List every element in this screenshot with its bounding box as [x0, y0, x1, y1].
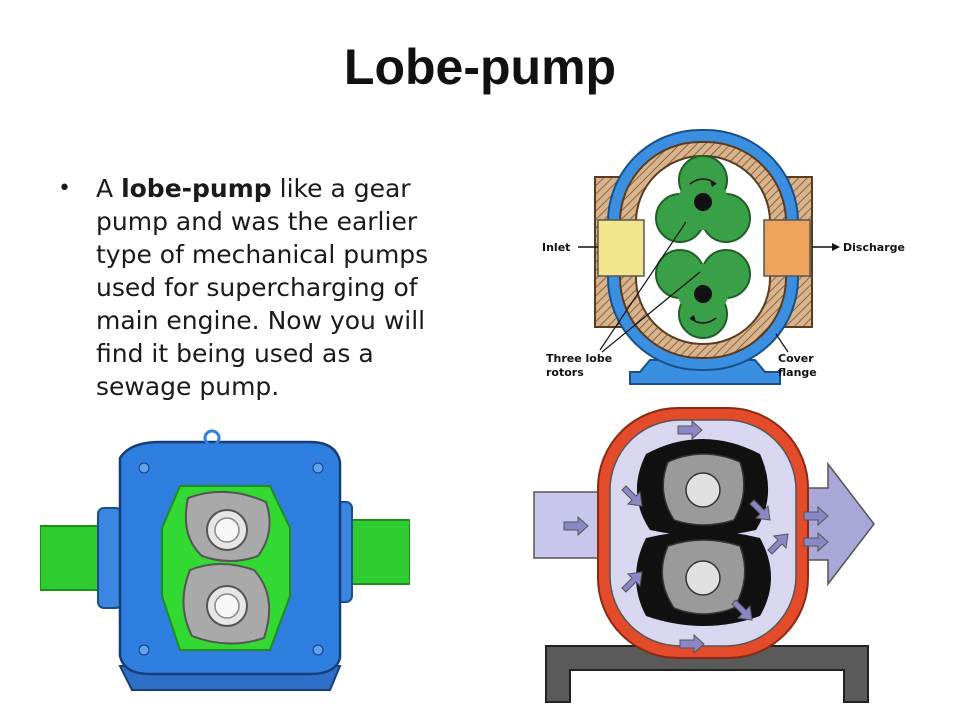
upper-rotor-section [662, 453, 745, 526]
rotation-arrow-upper [689, 178, 717, 185]
slide-title: Lobe-pump [343, 39, 617, 95]
pump-base [629, 359, 781, 385]
label-cover-line1: Cover [778, 352, 814, 365]
rotation-arrow-lower [689, 317, 717, 324]
lobe-pump-labelled-diagram: Inlet Discharge Three lobe rotors Cover … [542, 129, 905, 385]
label-rotors-line1: Three lobe [546, 352, 612, 365]
bullet-point: • A lobe-pump like a gear pump and was t… [58, 172, 458, 403]
lower-rotor-section [661, 539, 746, 615]
upper-shaft [694, 193, 712, 211]
lower-rotor [655, 249, 751, 339]
flow-arrows [563, 419, 829, 655]
label-discharge: Discharge [843, 241, 905, 254]
bullet-bold-term: lobe-pump [121, 174, 272, 203]
bullet-rest: like a gear pump and was the earlier typ… [96, 174, 429, 401]
upper-rotor-3d [184, 490, 271, 562]
lifting-eye [203, 429, 221, 447]
lower-rotor-3d [182, 563, 271, 645]
inlet-port [597, 219, 645, 277]
upper-rotor [655, 155, 751, 243]
bullet-dot: • [58, 176, 71, 201]
lobe-pump-flow-section [533, 407, 875, 703]
pump-stand [545, 645, 869, 703]
lower-shaft [694, 285, 712, 303]
label-inlet: Inlet [542, 241, 570, 254]
label-cover-line2: flange [778, 366, 817, 379]
label-rotors-line2: rotors [546, 366, 584, 379]
bullet-prefix: A [96, 174, 122, 203]
bullet-text: A lobe-pump like a gear pump and was the… [96, 172, 458, 403]
discharge-port [763, 219, 811, 277]
lobe-pump-3d-illustration [40, 429, 410, 691]
